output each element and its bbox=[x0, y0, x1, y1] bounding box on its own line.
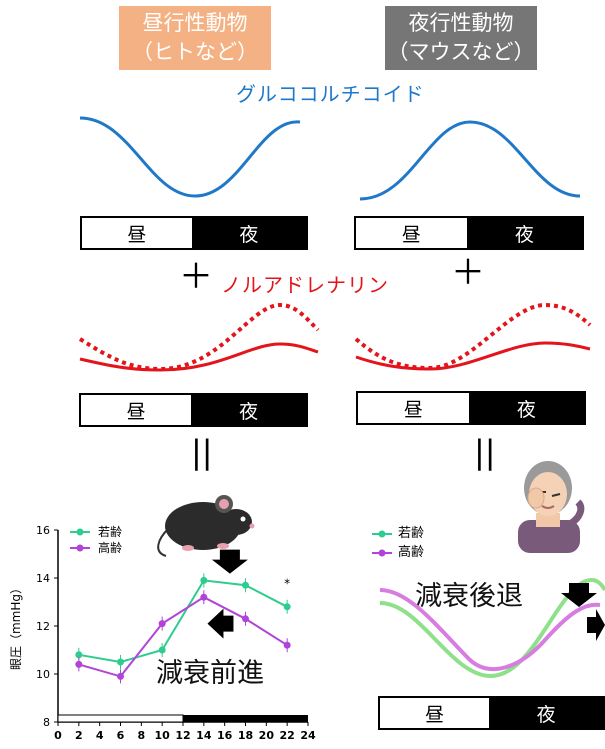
x-tick-label: 24 bbox=[300, 729, 316, 742]
right-day-night-bar-top: 昼 夜 bbox=[354, 216, 584, 250]
x-tick-label: 8 bbox=[138, 729, 146, 742]
data-point-young bbox=[75, 651, 83, 659]
data-point-young bbox=[242, 581, 249, 589]
x-tick-label: 10 bbox=[155, 729, 171, 742]
mouse-icon bbox=[157, 495, 255, 557]
data-point-old bbox=[200, 593, 208, 601]
legend-marker bbox=[76, 528, 84, 536]
nocturnal-header-line2: （マウスなど） bbox=[387, 40, 535, 64]
legend-marker bbox=[76, 544, 84, 552]
arrow-right-icon bbox=[587, 609, 605, 641]
data-point-young bbox=[117, 658, 124, 666]
data-point-young bbox=[200, 576, 208, 584]
left-glucocorticoid-curve bbox=[79, 116, 301, 198]
x-tick-label: 20 bbox=[259, 729, 275, 742]
x-tick-label: 6 bbox=[117, 729, 125, 742]
data-point-young bbox=[283, 603, 291, 611]
noradrenaline-label: ノルアドレナリン bbox=[221, 273, 389, 297]
x-tick-label: 18 bbox=[238, 729, 253, 742]
left-day-night-bar-bottom: 昼 夜 bbox=[79, 393, 308, 427]
right-noradrenaline-dotted bbox=[354, 302, 592, 371]
elderly-person-eye-icon bbox=[518, 461, 585, 553]
data-point-old bbox=[242, 615, 249, 623]
right-day-night-bar-bottom: 昼 夜 bbox=[356, 391, 586, 425]
y-axis-label: 眼圧（mmHg） bbox=[9, 582, 23, 670]
young-marker-icon bbox=[372, 530, 392, 537]
x-tick-label: 0 bbox=[54, 729, 62, 742]
x-tick-label: 16 bbox=[217, 729, 233, 742]
old-marker-icon bbox=[372, 549, 392, 556]
plus-sign-right: ＋ bbox=[451, 253, 485, 293]
nocturnal-header-line1: 夜行性動物 bbox=[408, 11, 514, 35]
arrow-down-icon bbox=[561, 583, 597, 607]
data-point-old bbox=[158, 620, 166, 628]
iop-line-chart: 810121416024681012141618202224眼圧（mmHg）時間… bbox=[9, 524, 316, 749]
x-tick-label: 12 bbox=[175, 729, 190, 742]
equals-sign-right: || bbox=[474, 433, 496, 471]
y-tick-label: 16 bbox=[36, 524, 50, 537]
x-tick-label: 22 bbox=[280, 729, 295, 742]
x-tick-label: 4 bbox=[96, 729, 104, 742]
y-tick-label: 10 bbox=[36, 668, 50, 681]
day-segment: 昼 bbox=[380, 698, 490, 728]
right-noradrenaline-solid bbox=[355, 341, 591, 371]
x-tick-label: 14 bbox=[196, 729, 212, 742]
left-noradrenaline-solid bbox=[79, 342, 319, 372]
dark-period-band bbox=[183, 715, 308, 722]
data-point-young bbox=[158, 646, 166, 654]
left-noradrenaline-dotted bbox=[78, 302, 320, 372]
legend-label: 高齢 bbox=[98, 540, 122, 555]
day-segment: 昼 bbox=[356, 218, 467, 248]
arrow-left-icon bbox=[207, 608, 234, 639]
right-legend: 若齢 高齢 bbox=[372, 524, 424, 562]
data-point-old bbox=[117, 672, 124, 680]
data-point-old bbox=[75, 660, 83, 668]
nocturnal-animals-header: 夜行性動物 （マウスなど） bbox=[385, 6, 537, 70]
diurnal-animals-header: 昼行性動物 （ヒトなど） bbox=[119, 6, 271, 70]
diurnal-header-line1: 昼行性動物 bbox=[142, 11, 248, 35]
legend-label: 若齢 bbox=[98, 524, 122, 539]
legend-young-label: 若齢 bbox=[398, 526, 425, 541]
equals-sign-left: || bbox=[191, 433, 213, 471]
right-caption: 減衰後退 bbox=[415, 581, 523, 612]
plus-sign-left: ＋ bbox=[179, 257, 213, 297]
data-point-old bbox=[283, 641, 291, 649]
right-young-curve bbox=[379, 577, 605, 679]
night-segment: 夜 bbox=[191, 395, 306, 425]
y-tick-label: 12 bbox=[36, 620, 50, 633]
legend-old-label: 高齢 bbox=[398, 545, 425, 560]
legend-old: 高齢 bbox=[372, 543, 424, 562]
day-segment: 昼 bbox=[81, 395, 192, 425]
day-segment: 昼 bbox=[82, 218, 192, 248]
left-day-night-bar-top: 昼 夜 bbox=[80, 216, 308, 250]
night-segment: 夜 bbox=[191, 218, 306, 248]
right-old-curve bbox=[379, 588, 601, 671]
series-line-young bbox=[78, 579, 288, 664]
right-glucocorticoid-curve bbox=[359, 120, 581, 201]
night-segment: 夜 bbox=[466, 218, 582, 248]
right-day-night-bar-final: 昼 夜 bbox=[378, 696, 605, 730]
diurnal-header-line2: （ヒトなど） bbox=[132, 40, 258, 64]
legend-young: 若齢 bbox=[372, 524, 424, 543]
night-segment: 夜 bbox=[489, 698, 603, 728]
y-tick-label: 8 bbox=[43, 716, 50, 729]
significance-asterisk: * bbox=[284, 577, 290, 591]
y-tick-label: 14 bbox=[36, 572, 50, 585]
x-tick-label: 2 bbox=[75, 729, 83, 742]
night-segment: 夜 bbox=[468, 393, 584, 423]
arrow-down-icon bbox=[211, 549, 248, 574]
glucocorticoid-label: グルココルチコイド bbox=[236, 82, 425, 106]
day-segment: 昼 bbox=[358, 393, 469, 423]
series-line-old bbox=[78, 596, 288, 678]
left-caption: 減衰前進 bbox=[156, 658, 264, 689]
